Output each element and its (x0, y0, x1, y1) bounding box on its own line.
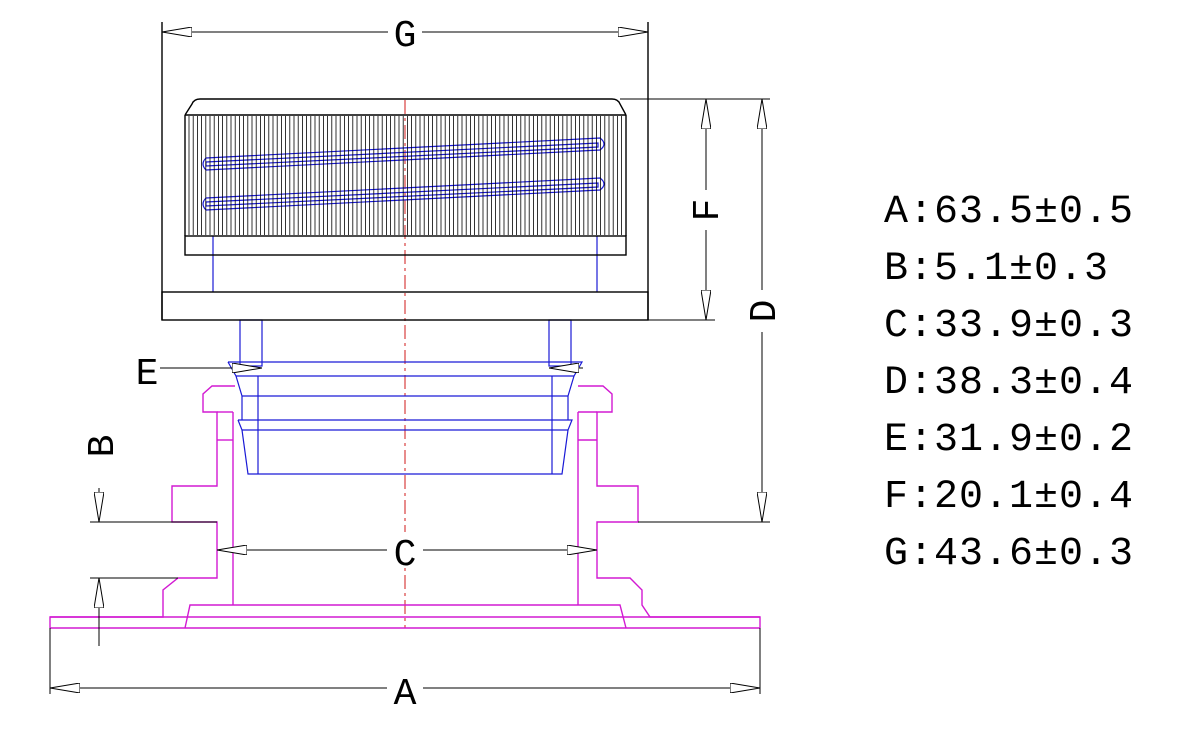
dim-label-f: F (687, 199, 730, 222)
cap-knurling (188, 116, 622, 235)
tolerance-list: A:63.5±0.5 B:5.1±0.3 C:33.9±0.3 D:38.3±0… (884, 190, 1134, 589)
spec-e: E:31.9±0.2 (884, 418, 1135, 463)
spec-f: F:20.1±0.4 (884, 475, 1135, 520)
dim-label-d: D (744, 300, 787, 323)
spec-d: D:38.3±0.4 (884, 361, 1135, 406)
dim-label-a: A (394, 673, 417, 716)
dim-label-b: B (82, 435, 125, 458)
dim-label-g: G (394, 15, 417, 58)
cap-outline (161, 22, 649, 321)
dimension-letters: G F D E C B A (82, 14, 787, 716)
spec-a: A:63.5±0.5 (884, 190, 1135, 235)
spec-c: C:33.9±0.3 (884, 304, 1135, 349)
spec-g: G:43.6±0.3 (884, 532, 1135, 577)
dim-label-e: E (136, 353, 159, 396)
dim-label-c: C (394, 534, 417, 577)
spec-b: B:5.1±0.3 (884, 247, 1110, 292)
